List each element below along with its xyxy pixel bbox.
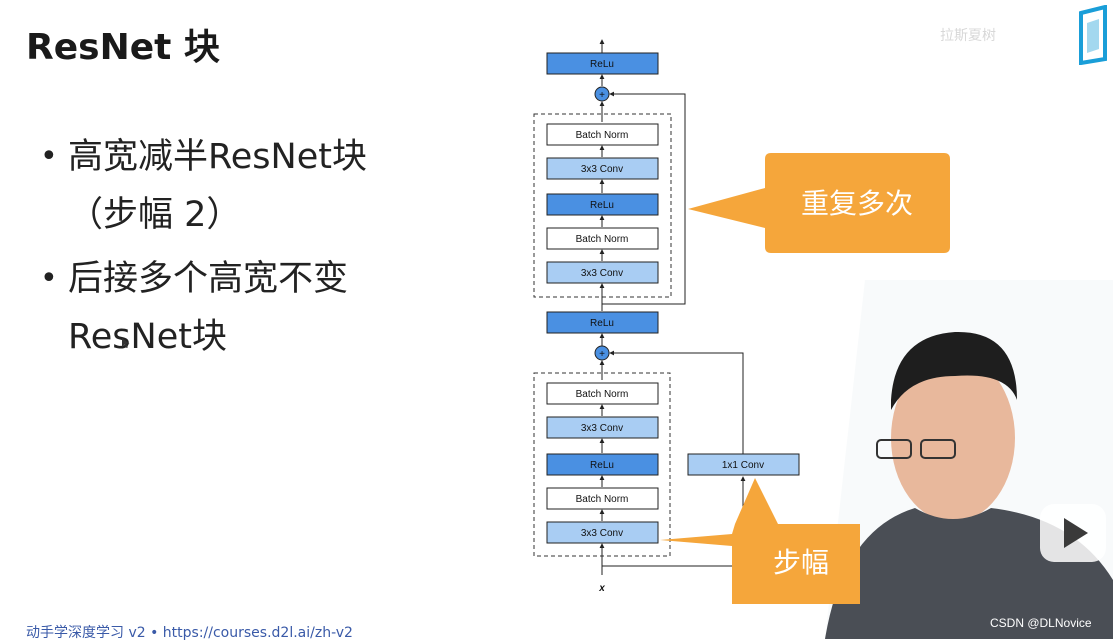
lower-batch-norm-top: Batch Norm <box>546 382 659 405</box>
svg-text:ReLu: ReLu <box>590 59 614 70</box>
bullet-dot-icon: • <box>40 139 58 174</box>
callout-stride: 步幅 <box>660 478 860 604</box>
resnet-block-diagram: ReLu + Batch Norm 3x3 Conv ReLu Batch No… <box>520 30 960 614</box>
svg-text:重复多次: 重复多次 <box>801 187 913 220</box>
svg-text:+: + <box>599 90 605 101</box>
svg-text:ReLu: ReLu <box>590 200 614 211</box>
lower-batch-norm-bottom: Batch Norm <box>546 487 659 510</box>
bullet-item: • 高宽减半ResNet块（步幅 2） <box>40 128 420 244</box>
svg-text:Batch Norm: Batch Norm <box>576 130 629 141</box>
svg-text:3x3 Conv: 3x3 Conv <box>581 528 623 539</box>
bullet-text: 高宽减半ResNet块（步幅 2） <box>68 137 367 235</box>
lower-add-node: + <box>594 345 610 361</box>
svg-text:3x3 Conv: 3x3 Conv <box>581 423 623 434</box>
lower-conv-bottom: 3x3 Conv <box>546 521 659 544</box>
slide-title: ResNet 块 <box>26 27 220 68</box>
upper-add-node: + <box>594 86 610 102</box>
svg-text:步幅: 步幅 <box>773 546 829 579</box>
svg-text:3x3 Conv: 3x3 Conv <box>581 164 623 175</box>
svg-text:Batch Norm: Batch Norm <box>576 389 629 400</box>
play-icon[interactable] <box>1038 502 1108 564</box>
shortcut-1x1-conv: 1x1 Conv <box>687 453 800 476</box>
cursor-icon <box>122 338 130 348</box>
svg-text:Batch Norm: Batch Norm <box>576 234 629 245</box>
watermark-text: CSDN @DLNovice <box>990 616 1092 630</box>
upper-batch-norm-top: Batch Norm <box>546 123 659 146</box>
input-label: x <box>598 583 605 594</box>
upper-conv-bottom: 3x3 Conv <box>546 261 659 284</box>
svg-text:+: + <box>599 349 605 360</box>
svg-text:ReLu: ReLu <box>590 460 614 471</box>
callout-repeat: 重复多次 <box>688 153 950 253</box>
svg-text:1x1 Conv: 1x1 Conv <box>722 460 764 471</box>
bullet-text: 后接多个高宽不变ResNet块 <box>68 259 349 357</box>
footer-citation: 动手学深度学习 v2 • https://courses.d2l.ai/zh-v… <box>26 625 353 641</box>
bullet-dot-icon: • <box>40 261 58 296</box>
svg-text:3x3 Conv: 3x3 Conv <box>581 268 623 279</box>
middle-relu: ReLu <box>546 311 659 334</box>
faint-overlay-text: 拉斯夏树 <box>940 28 996 44</box>
bullet-list: • 高宽减半ResNet块（步幅 2） • 后接多个高宽不变ResNet块 <box>40 128 420 366</box>
lower-relu-inner: ReLu <box>546 453 659 476</box>
svg-text:Batch Norm: Batch Norm <box>576 494 629 505</box>
upper-conv-top: 3x3 Conv <box>546 157 659 180</box>
bullet-item: • 后接多个高宽不变ResNet块 <box>40 250 420 366</box>
upper-relu-inner: ReLu <box>546 193 659 216</box>
upper-relu-out: ReLu <box>546 52 659 75</box>
svg-text:ReLu: ReLu <box>590 318 614 329</box>
lower-conv-top: 3x3 Conv <box>546 416 659 439</box>
upper-batch-norm-bottom: Batch Norm <box>546 227 659 250</box>
bilibili-logo-icon <box>1079 5 1107 65</box>
